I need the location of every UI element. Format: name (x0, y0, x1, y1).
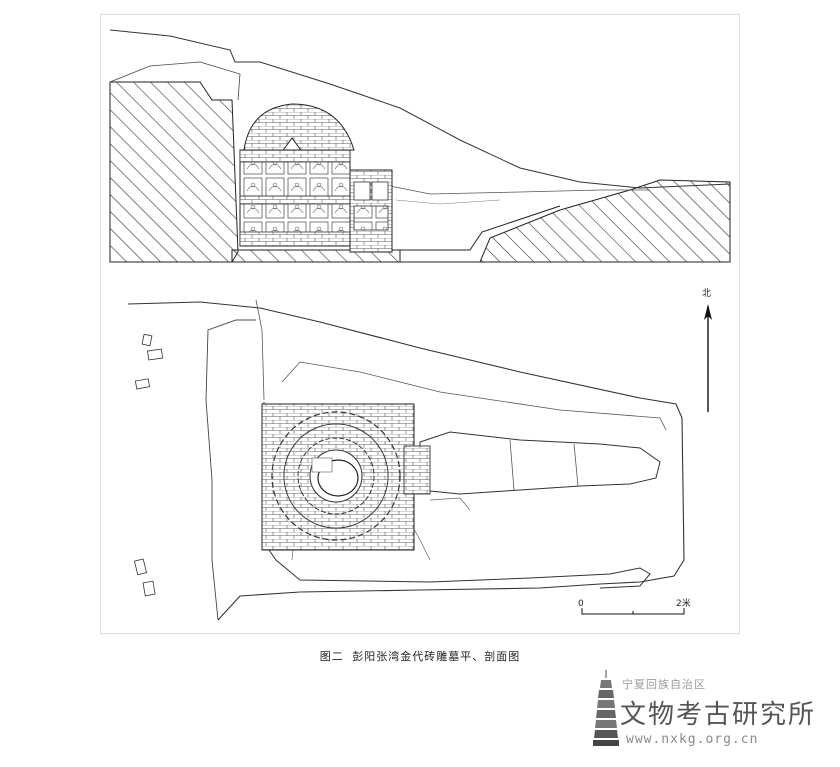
section-view (109, 29, 731, 263)
pagoda-logo-icon (593, 670, 619, 746)
tomb-dome (243, 103, 355, 151)
plan-view (127, 299, 685, 621)
loose-brick (147, 348, 164, 361)
caption-text: 彭阳张湾金代砖雕墓平、剖面图 (352, 650, 521, 663)
north-label: 北 (702, 288, 711, 299)
caption-number: 图二 (319, 650, 344, 663)
watermark-institute: 文物考古研究所 (620, 700, 817, 730)
tomb-passage (419, 431, 661, 495)
north-arrow: 北 (702, 288, 712, 412)
excavation-outline (127, 301, 685, 621)
earth-left-hatch (109, 81, 239, 263)
ground-surface (109, 29, 731, 189)
figure-frame (100, 14, 740, 634)
watermark-region: 宁夏回族自治区 (622, 678, 706, 691)
watermark-url[interactable]: www.nxkg.org.cn (626, 732, 759, 747)
scale-start-label: 0 (578, 599, 584, 609)
scale-bar: 0 2米 (578, 597, 691, 615)
scale-end-label: 2米 (676, 597, 691, 609)
figure-caption: 图二 彭阳张湾金代砖雕墓平、剖面图 (0, 648, 840, 664)
tomb-drawing: 北 0 2米 (109, 29, 731, 621)
institute-watermark: 宁夏回族自治区 文物考古研究所 www.nxkg.org.cn (592, 668, 832, 758)
